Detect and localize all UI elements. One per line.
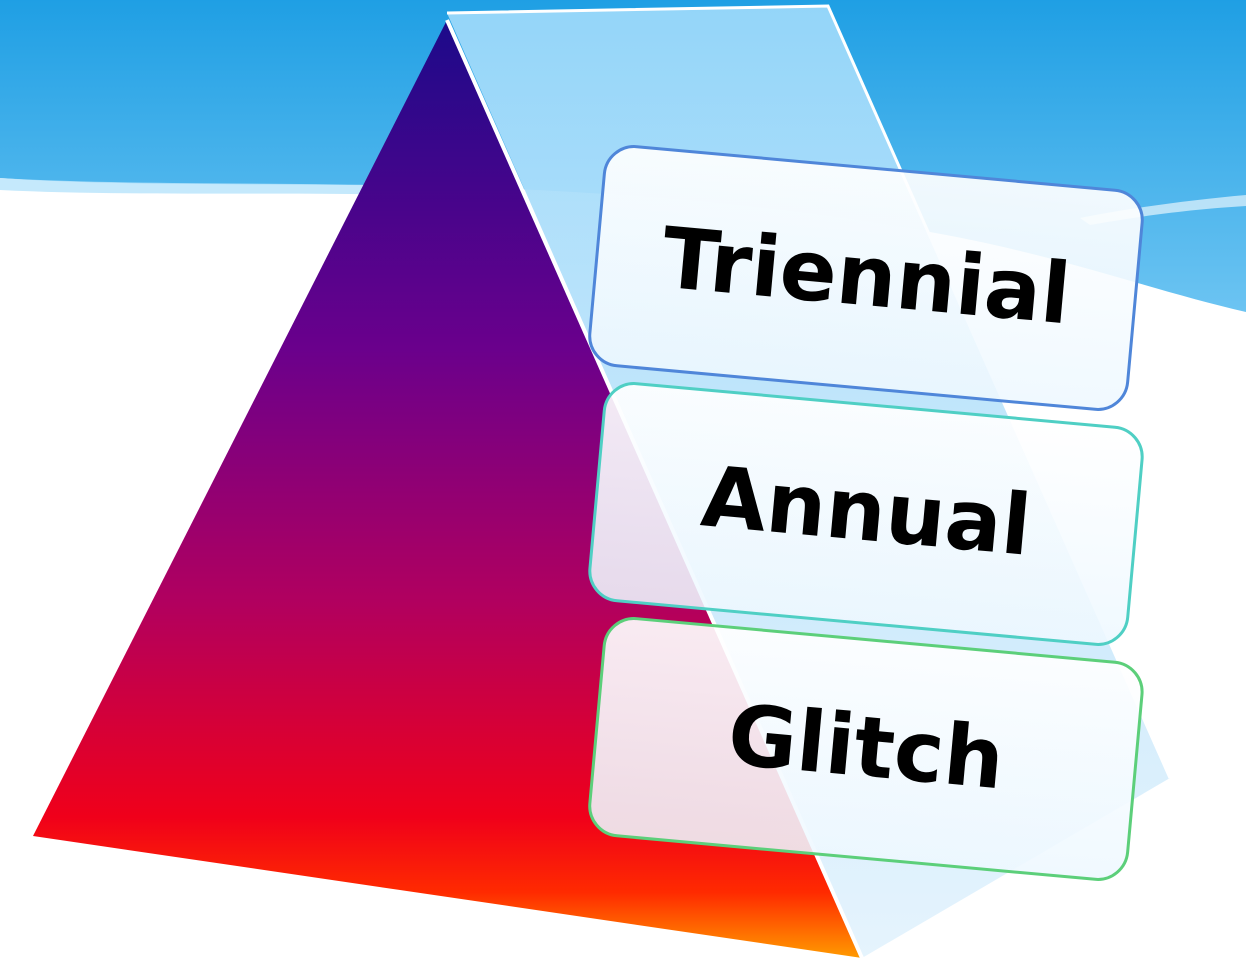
sky-highlight-left bbox=[0, 178, 430, 195]
tier-annual-box bbox=[588, 382, 1144, 646]
tier-annual: Annual bbox=[588, 382, 1144, 646]
tier-triennial: Triennial bbox=[588, 145, 1144, 411]
tier-glitch-box bbox=[588, 617, 1144, 881]
tier-triennial-box bbox=[588, 145, 1144, 411]
tier-glitch: Glitch bbox=[588, 617, 1144, 881]
